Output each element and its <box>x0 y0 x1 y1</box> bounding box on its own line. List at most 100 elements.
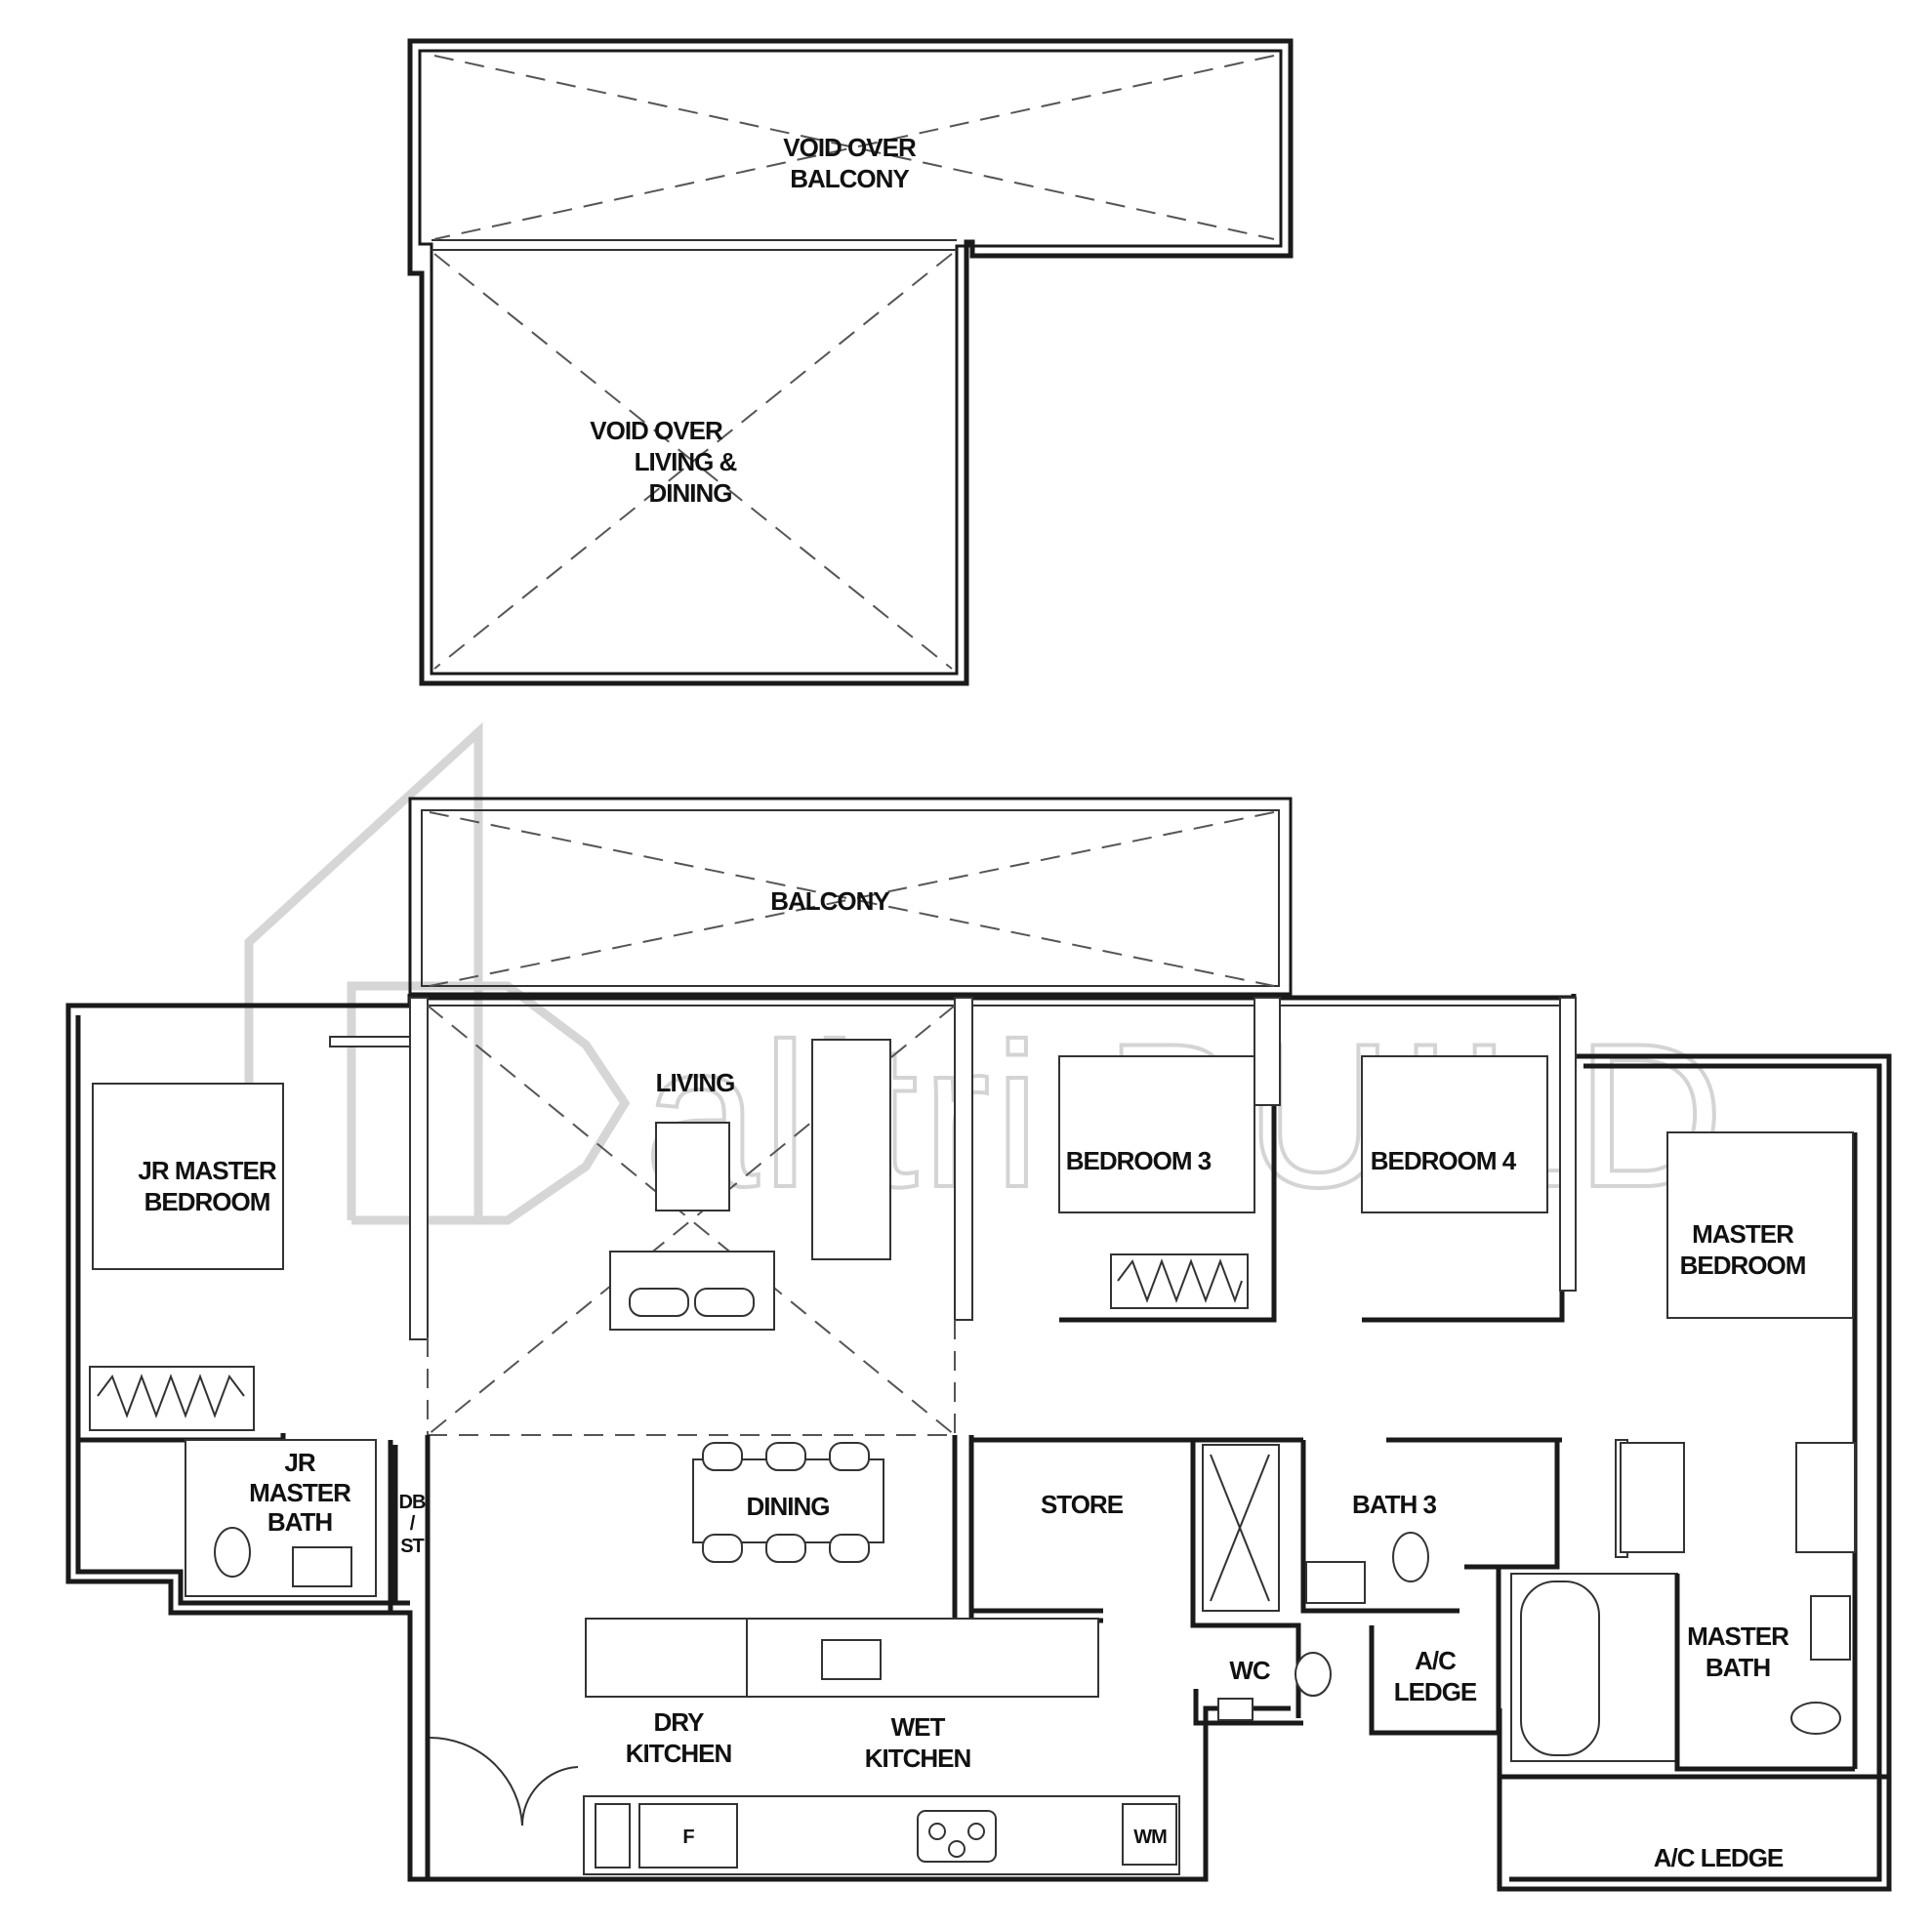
balcony-inner <box>421 809 1280 987</box>
void-living-label-3: DINING <box>649 478 732 508</box>
wc-toilet <box>1295 1652 1332 1697</box>
wet-kitchen-counter <box>746 1618 1099 1698</box>
balcony-outline <box>408 797 1293 996</box>
fridge-box <box>638 1803 738 1868</box>
stove-burner-2 <box>967 1823 985 1840</box>
bath3-wall <box>1300 1440 1459 1614</box>
jr-master-bath-label-1: JR <box>284 1448 315 1477</box>
walk-in-closet <box>1620 1442 1685 1553</box>
kitchen-sink <box>821 1639 882 1680</box>
void-living-line-2 <box>433 253 953 670</box>
jr-bath-top-wall <box>78 1433 286 1443</box>
wc-sink <box>1217 1698 1254 1721</box>
jr-master-bed <box>92 1083 284 1270</box>
jr-bath-sink <box>292 1546 352 1587</box>
dining-chair-3 <box>829 1442 870 1471</box>
master-bath-wall <box>1464 1440 1560 1570</box>
entry-door-swing-1 <box>429 1736 523 1827</box>
upper-inner-wall <box>418 49 1283 676</box>
living-left-wall <box>409 997 429 1340</box>
dining-chair-2 <box>765 1442 806 1471</box>
jr-master-bedroom-label-2: BEDROOM <box>144 1187 270 1216</box>
right-inner-wall <box>1509 1063 1882 1882</box>
dry-kitchen-label-1: DRY <box>654 1707 705 1737</box>
lower-level: BALCONY LIVING JR MASTER BEDROOM BEDROOM… <box>65 797 1892 1892</box>
main-outer-wall <box>65 994 1291 1882</box>
master-bath-label-1: MASTER <box>1687 1622 1789 1651</box>
void-balcony-label-2: BALCONY <box>790 164 909 193</box>
ac-ledge-small-label-1: A/C <box>1415 1646 1457 1675</box>
wc-label: WC <box>1229 1656 1271 1685</box>
master-bath-sink <box>1810 1595 1851 1661</box>
db-st-label-1: DB <box>399 1492 426 1513</box>
bath3-label: BATH 3 <box>1352 1490 1437 1519</box>
void-balcony-label-1: VOID OVER <box>783 133 917 162</box>
void-balcony-line-2 <box>433 55 1275 240</box>
stove-burner-3 <box>948 1840 966 1858</box>
sofa-cushion-1 <box>629 1288 689 1317</box>
dry-kitchen-island <box>585 1618 748 1698</box>
living-label: LIVING <box>656 1068 735 1097</box>
master-bath-toilet <box>1790 1702 1841 1735</box>
bedroom4-bed <box>1361 1055 1548 1213</box>
bedroom4-right-wall <box>1559 997 1577 1292</box>
ac-ledge-small-wall <box>1369 1567 1501 1736</box>
bedroom3-left-wall <box>954 997 973 1321</box>
master-bed <box>1666 1131 1854 1319</box>
shower-x-2 <box>1210 1454 1270 1602</box>
entry-door-swing-2 <box>520 1766 579 1827</box>
jr-master-bath-label-2: MASTER <box>249 1478 351 1507</box>
balcony-x-1 <box>429 811 1275 987</box>
dining-chair-5 <box>765 1534 806 1563</box>
db-st-label-3: ST <box>400 1536 424 1557</box>
coffee-table <box>655 1122 730 1211</box>
upper-level: VOID OVER BALCONY VOID OVER LIVING & DIN… <box>407 38 1294 686</box>
tv-console <box>811 1039 891 1260</box>
bath3-toilet <box>1392 1532 1429 1582</box>
master-bath-label-2: BATH <box>1706 1653 1771 1682</box>
bedroom4-label: BEDROOM 4 <box>1371 1146 1517 1175</box>
ac-ledge-small-label-2: LEDGE <box>1394 1677 1477 1706</box>
dining-label: DINING <box>747 1492 830 1521</box>
jr-bath-toilet <box>214 1527 251 1578</box>
wet-kitchen-label-2: KITCHEN <box>865 1744 971 1773</box>
dry-kitchen-label-2: KITCHEN <box>626 1739 732 1768</box>
bedroom3-4-column <box>1254 997 1281 1106</box>
upper-outer-wall <box>407 38 1294 686</box>
balcony-label: BALCONY <box>770 886 889 916</box>
left-room-wall <box>75 1015 410 1606</box>
wc-wall <box>1193 1689 1303 1726</box>
stove-burner-1 <box>928 1823 946 1840</box>
wet-kitchen-label-1: WET <box>891 1712 946 1742</box>
jr-master-window <box>329 1036 411 1047</box>
bedroom3-wardrobe-zigzag <box>1117 1258 1243 1303</box>
dining-chair-4 <box>702 1534 743 1563</box>
bedroom3-bed <box>1058 1055 1255 1213</box>
store-label: STORE <box>1041 1490 1124 1519</box>
lower-living-x-1 <box>427 1005 956 1436</box>
master-closet <box>1795 1442 1856 1553</box>
void-living-label-1: VOID OVER <box>590 416 723 445</box>
lower-living-x-2 <box>427 1005 956 1436</box>
bathtub <box>1520 1581 1600 1756</box>
fridge-label: F <box>682 1827 694 1848</box>
watermark-d-shape <box>347 981 631 1225</box>
master-bedroom-label-1: MASTER <box>1692 1219 1794 1249</box>
ac-ledge-large-label: A/C LEDGE <box>1654 1843 1784 1872</box>
db-st-label-2: / <box>410 1513 416 1535</box>
washer-box <box>1122 1803 1177 1866</box>
dining-chair-6 <box>829 1534 870 1563</box>
washer-label: WM <box>1133 1827 1167 1848</box>
jr-wardrobe-zigzag <box>97 1374 245 1418</box>
jr-master-bedroom-label-1: JR MASTER <box>138 1156 276 1185</box>
bath3-sink <box>1305 1561 1366 1604</box>
master-bedroom-label-2: BEDROOM <box>1680 1251 1806 1280</box>
master-bath-right-wall <box>1674 1574 1855 1772</box>
sofa-cushion-2 <box>694 1288 755 1317</box>
balcony-x-2 <box>429 811 1275 987</box>
jr-master-bath-label-3: BATH <box>267 1507 333 1537</box>
void-balcony-line-1 <box>433 55 1275 240</box>
void-living-label-2: LIVING & <box>635 447 737 476</box>
kitchen-cabinet <box>595 1803 631 1868</box>
